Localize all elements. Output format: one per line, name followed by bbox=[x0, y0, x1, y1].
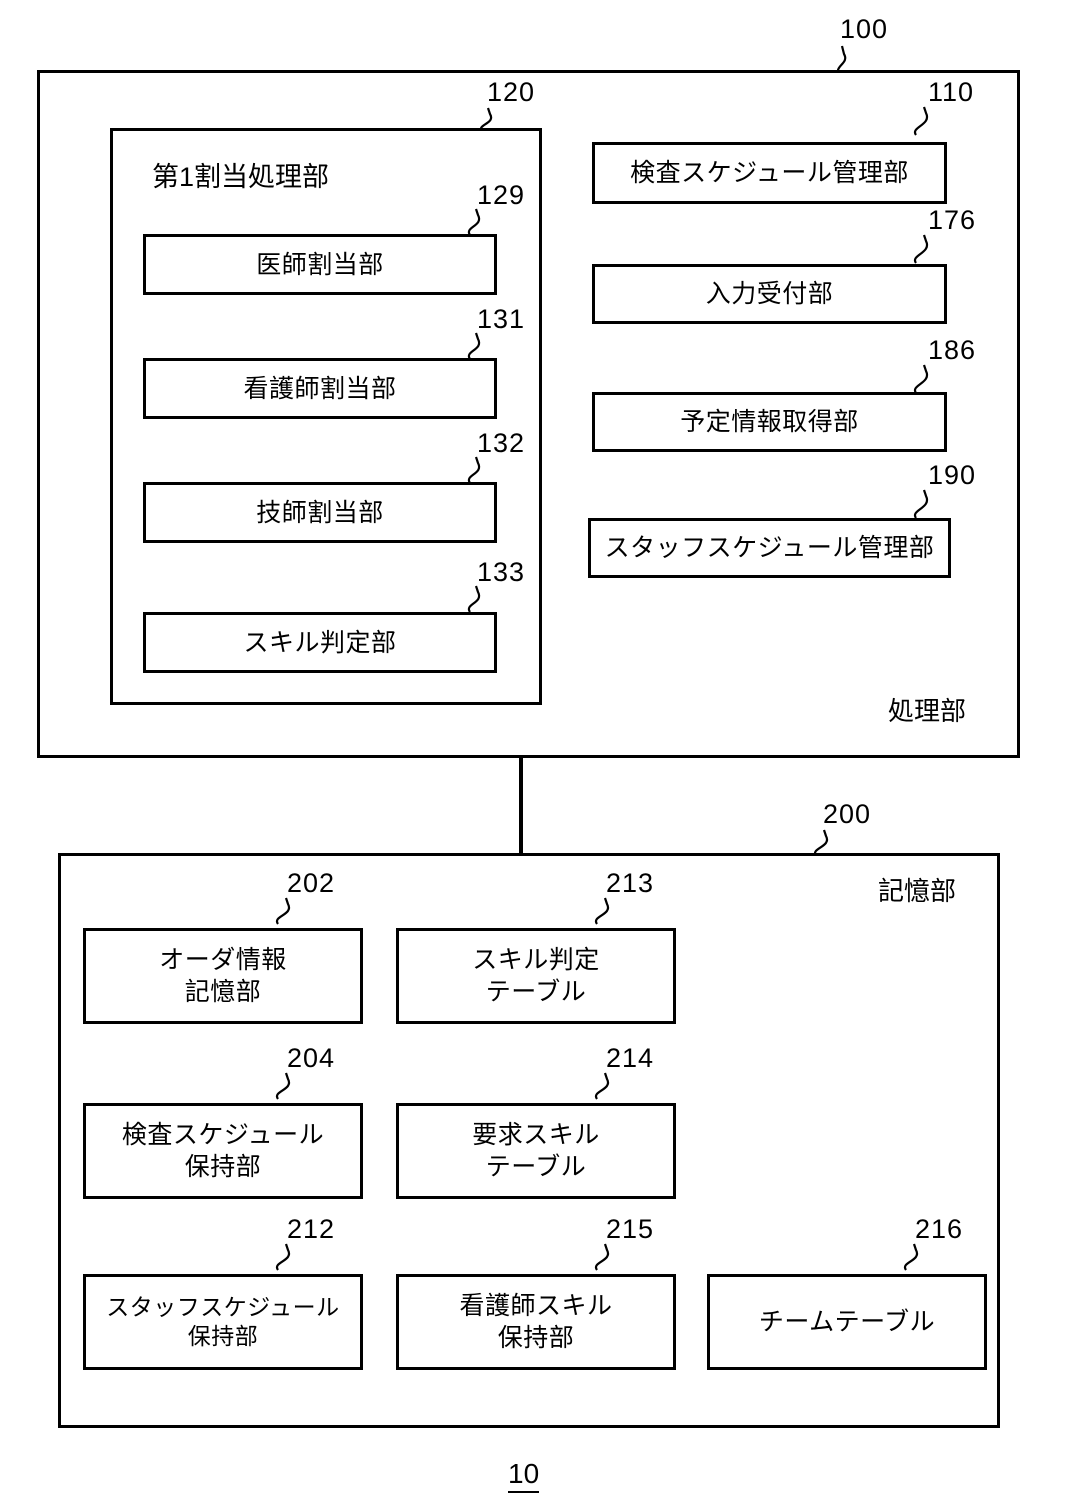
module-label: チームテーブル bbox=[758, 1308, 936, 1336]
leader-line-216 bbox=[903, 1243, 919, 1271]
ref-numeral-216: 216 bbox=[915, 1214, 964, 1244]
module-label: 看護師割当部 bbox=[243, 374, 397, 403]
ref-numeral-215: 215 bbox=[606, 1214, 655, 1244]
leader-line-186 bbox=[913, 364, 929, 394]
module-label: 要求スキル テーブル bbox=[472, 1121, 600, 1181]
module-skill-determination[interactable]: スキル判定部 bbox=[143, 612, 497, 673]
ref-numeral-213: 213 bbox=[606, 868, 655, 898]
storage-team-table[interactable]: チームテーブル bbox=[707, 1274, 987, 1370]
figure-number: 10 bbox=[508, 1460, 540, 1493]
module-label: スタッフスケジュール 保持部 bbox=[106, 1293, 340, 1349]
module-schedule-info-acquirer[interactable]: 予定情報取得部 bbox=[592, 392, 947, 452]
storage-exam-schedule-holder[interactable]: 検査スケジュール 保持部 bbox=[83, 1103, 363, 1199]
module-label: 看護師スキル 保持部 bbox=[459, 1292, 613, 1352]
leader-line-213 bbox=[594, 897, 610, 925]
ref-numeral-131: 131 bbox=[477, 304, 526, 334]
storage-order-info[interactable]: オーダ情報 記憶部 bbox=[83, 928, 363, 1024]
ref-numeral-120: 120 bbox=[487, 77, 536, 107]
ref-numeral-190: 190 bbox=[928, 460, 977, 490]
ref-numeral-212: 212 bbox=[287, 1214, 336, 1244]
first-assignment-group-title: 第1割当処理部 bbox=[152, 162, 330, 192]
module-label: 予定情報取得部 bbox=[680, 408, 859, 436]
leader-line-129 bbox=[467, 208, 481, 236]
storage-skill-determination-table[interactable]: スキル判定 テーブル bbox=[396, 928, 676, 1024]
ref-numeral-129: 129 bbox=[477, 180, 526, 210]
storage-unit-caption: 記憶部 bbox=[878, 876, 957, 906]
module-input-receiver[interactable]: 入力受付部 bbox=[592, 264, 947, 324]
leader-line-204 bbox=[275, 1072, 291, 1100]
ref-numeral-132: 132 bbox=[477, 428, 526, 458]
leader-line-132 bbox=[467, 456, 481, 484]
ref-numeral-200: 200 bbox=[823, 799, 872, 829]
module-label: スタッフスケジュール管理部 bbox=[604, 534, 935, 562]
module-staff-schedule-manager[interactable]: スタッフスケジュール管理部 bbox=[588, 518, 951, 578]
ref-numeral-214: 214 bbox=[606, 1043, 655, 1073]
leader-line-131 bbox=[467, 332, 481, 360]
leader-line-190 bbox=[913, 489, 929, 519]
ref-numeral-133: 133 bbox=[477, 557, 526, 587]
ref-numeral-204: 204 bbox=[287, 1043, 336, 1073]
leader-line-215 bbox=[594, 1243, 610, 1271]
ref-numeral-176: 176 bbox=[928, 205, 977, 235]
module-doctor-assignment[interactable]: 医師割当部 bbox=[143, 234, 497, 295]
leader-line-110 bbox=[913, 106, 929, 136]
module-label: スキル判定部 bbox=[243, 628, 397, 657]
leader-line-212 bbox=[275, 1243, 291, 1271]
storage-nurse-skill-holder[interactable]: 看護師スキル 保持部 bbox=[396, 1274, 676, 1370]
module-label: 医師割当部 bbox=[256, 250, 384, 279]
module-label: 入力受付部 bbox=[705, 280, 834, 308]
module-label: スキル判定 テーブル bbox=[472, 946, 600, 1006]
module-label: 検査スケジュール 保持部 bbox=[121, 1121, 325, 1181]
storage-staff-schedule-holder[interactable]: スタッフスケジュール 保持部 bbox=[83, 1274, 363, 1370]
module-label: 検査スケジュール管理部 bbox=[630, 159, 909, 187]
connector-line bbox=[519, 757, 523, 855]
module-label: オーダ情報 記憶部 bbox=[159, 946, 287, 1006]
leader-line-214 bbox=[594, 1072, 610, 1100]
module-label: 技師割当部 bbox=[256, 498, 384, 527]
leader-line-202 bbox=[275, 897, 291, 925]
module-exam-schedule-manager[interactable]: 検査スケジュール管理部 bbox=[592, 142, 947, 204]
ref-numeral-100: 100 bbox=[840, 14, 889, 44]
module-technician-assignment[interactable]: 技師割当部 bbox=[143, 482, 497, 543]
leader-line-133 bbox=[467, 585, 481, 613]
ref-numeral-202: 202 bbox=[287, 868, 336, 898]
module-nurse-assignment[interactable]: 看護師割当部 bbox=[143, 358, 497, 419]
storage-required-skill-table[interactable]: 要求スキル テーブル bbox=[396, 1103, 676, 1199]
ref-numeral-186: 186 bbox=[928, 335, 977, 365]
ref-numeral-110: 110 bbox=[928, 77, 975, 107]
leader-line-176 bbox=[913, 234, 929, 264]
processing-unit-caption: 処理部 bbox=[888, 696, 967, 726]
